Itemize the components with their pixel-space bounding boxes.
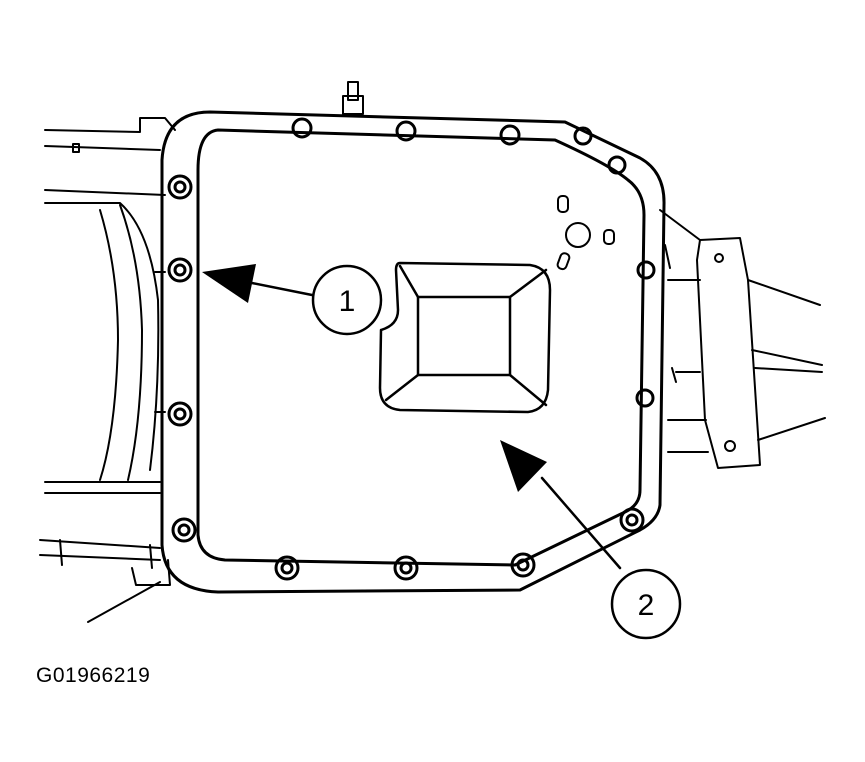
bolt <box>395 120 417 142</box>
bolt <box>393 555 419 581</box>
callout-arrow-1 <box>202 264 314 303</box>
arrowhead-1 <box>202 264 256 303</box>
bolt <box>167 174 193 200</box>
bolt <box>167 257 193 283</box>
bolt <box>274 555 300 581</box>
callout-1: 1 <box>311 264 383 336</box>
oil-pan-flange <box>160 110 666 594</box>
arrowhead-2 <box>500 440 547 492</box>
transmission-case-left <box>39 117 176 623</box>
pan-bolts <box>167 117 656 581</box>
bolt <box>499 124 521 146</box>
callout-arrow-2 <box>500 440 622 570</box>
bolt <box>607 155 627 175</box>
figure-code: G01966219 <box>36 664 151 687</box>
bolt <box>635 388 655 408</box>
bolt <box>510 552 536 578</box>
callout-2-label: 2 <box>638 589 655 622</box>
filler-tube-stub <box>342 81 364 115</box>
bolt <box>619 507 645 533</box>
bolt <box>291 117 313 139</box>
pan-drain-plug <box>556 195 615 271</box>
callout-1-label: 1 <box>339 285 356 318</box>
bolt <box>573 126 593 146</box>
bolt <box>636 260 656 280</box>
bolt <box>167 401 193 427</box>
callout-2: 2 <box>610 568 682 640</box>
bolt <box>171 517 197 543</box>
pan-center-pocket <box>378 261 552 414</box>
transmission-extension-right <box>659 209 826 469</box>
